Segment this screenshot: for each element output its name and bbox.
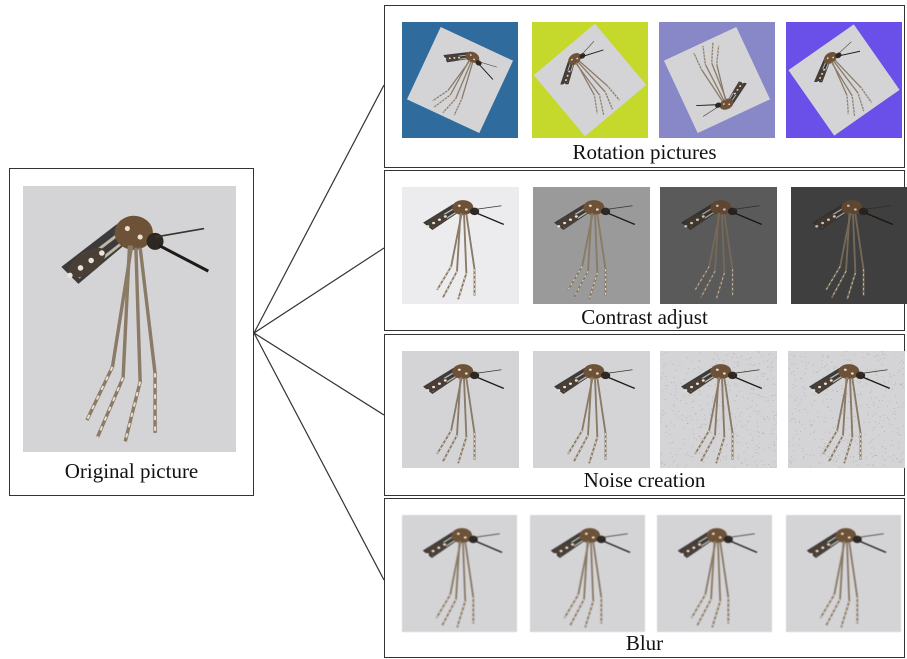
augmented-mosquito-image	[402, 515, 517, 632]
original-mosquito-image	[23, 186, 236, 452]
original-picture-panel: Original picture	[9, 168, 254, 496]
augmented-mosquito-image	[786, 515, 901, 632]
augmented-mosquito-image	[786, 22, 902, 138]
contrast-adjust-caption: Contrast adjust	[385, 305, 904, 330]
augmented-mosquito-image	[533, 187, 650, 304]
augmented-mosquito-image	[791, 187, 907, 304]
augmented-mosquito-image	[402, 22, 518, 138]
augmented-mosquito-image	[532, 22, 648, 138]
noise-creation-caption: Noise creation	[385, 468, 904, 493]
augmented-mosquito-image	[402, 187, 519, 304]
blur-caption: Blur	[385, 631, 904, 656]
connector-line	[254, 248, 384, 333]
connector-line	[254, 85, 384, 333]
augmented-mosquito-image	[657, 515, 772, 632]
augmented-mosquito-image	[659, 22, 775, 138]
original-picture-caption: Original picture	[10, 459, 253, 484]
augmented-mosquito-image	[533, 351, 650, 468]
connector-line	[254, 333, 384, 415]
augmented-mosquito-image	[660, 187, 777, 304]
rotation-pictures-caption: Rotation pictures	[385, 140, 904, 165]
augmented-mosquito-image	[402, 351, 519, 468]
augmented-mosquito-image	[530, 515, 645, 632]
augmented-mosquito-image	[788, 351, 905, 468]
augmented-mosquito-image	[660, 351, 777, 468]
connector-line	[254, 333, 384, 580]
